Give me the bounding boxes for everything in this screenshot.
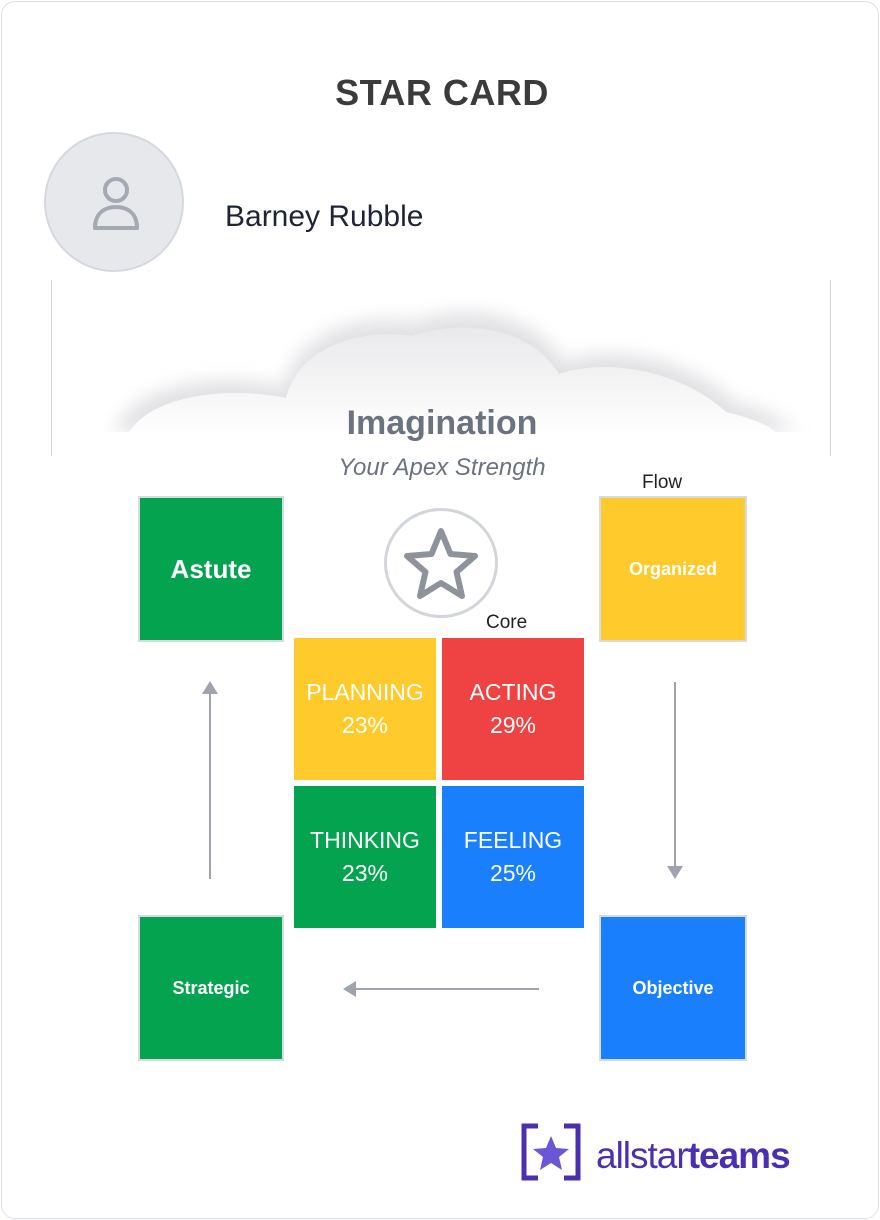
quadrant-thinking: THINKING 23% (294, 786, 436, 928)
arrow-up-icon (202, 681, 218, 879)
flow-label: Flow (642, 472, 683, 493)
quadrant-planning: PLANNING 23% (294, 638, 436, 780)
divider-right (830, 280, 831, 456)
apex-star-badge (384, 508, 498, 618)
brand-logo-text: allstarteams (596, 1135, 791, 1177)
cloud-background (54, 312, 830, 458)
quadrant-percent: 23% (341, 860, 389, 886)
divider-left (51, 280, 52, 456)
quadrant-percent: 23% (341, 712, 389, 738)
core-label: Core (486, 612, 528, 633)
quadrant-name: THINKING (310, 827, 420, 853)
flow-tile-objective: Objective (599, 915, 747, 1061)
quadrant-name: PLANNING (306, 679, 424, 705)
flow-tile-organized: Organized (599, 496, 747, 642)
apex-strength-subtitle: Your Apex Strength (338, 454, 546, 481)
flow-tile-label: Strategic (172, 977, 250, 998)
quadrant-name: FEELING (463, 827, 563, 853)
flow-tile-label: Astute (170, 553, 252, 584)
flow-tile-astute: Astute (138, 496, 284, 642)
flow-tile-strategic: Strategic (138, 915, 284, 1061)
star-icon (404, 528, 478, 599)
quadrant-acting: ACTING 29% (442, 638, 584, 780)
quadrant-name: ACTING (469, 679, 557, 705)
brand-logo-text-bold: teams (687, 1135, 791, 1176)
apex-strength-title: Imagination (346, 404, 538, 442)
quadrant-percent: 25% (489, 860, 537, 886)
arrow-left-icon (343, 981, 539, 997)
avatar (44, 132, 184, 272)
flow-tile-label: Objective (632, 977, 714, 998)
flow-tile-label: Organized (628, 558, 717, 579)
arrow-down-icon (667, 682, 683, 879)
quadrant-percent: 29% (489, 712, 537, 738)
user-name: Barney Rubble (225, 200, 424, 233)
brand-logo-text-light: allstar (596, 1135, 689, 1176)
card-title: STAR CARD (335, 72, 549, 113)
allstarteams-logo-icon (521, 1123, 581, 1181)
quadrant-feeling: FEELING 25% (442, 786, 584, 928)
user-icon (93, 177, 139, 230)
